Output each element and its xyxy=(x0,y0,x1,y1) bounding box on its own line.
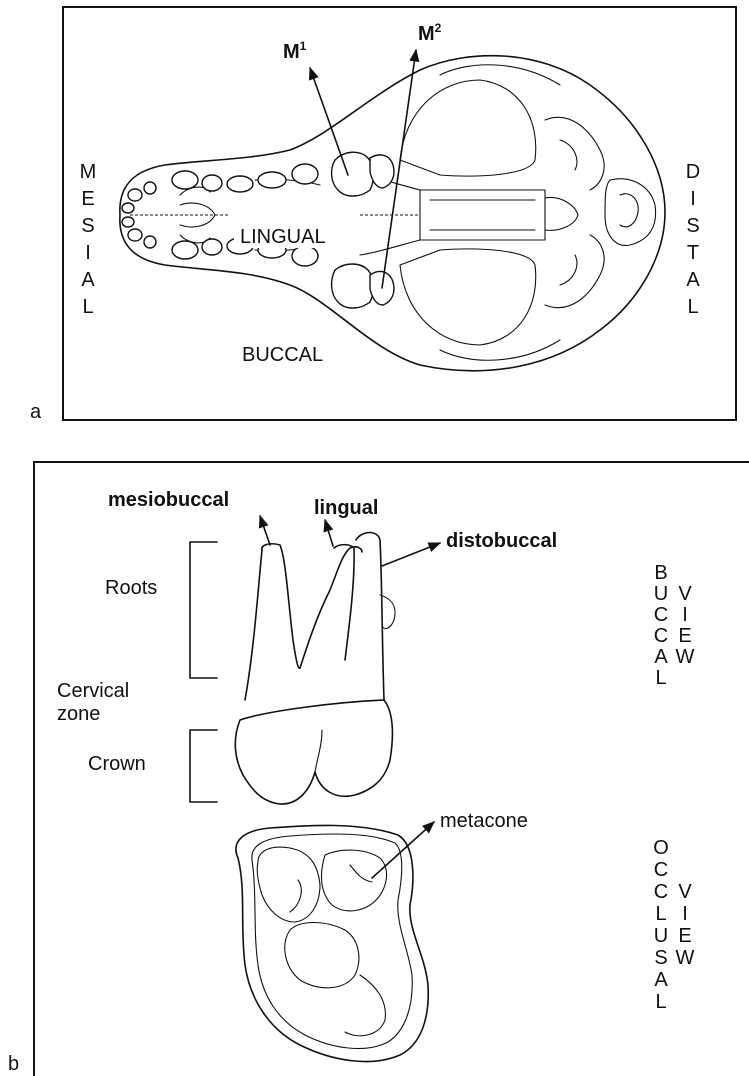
distobuccal-arrow xyxy=(382,543,440,566)
distal-letter: L xyxy=(687,296,698,318)
buccal-view-label: B U C C A L V I E W xyxy=(654,562,695,689)
distal-letter: I xyxy=(690,188,696,210)
view-letter: V xyxy=(678,583,692,605)
panel-b-letter: b xyxy=(8,1053,19,1075)
view-letter: W xyxy=(676,947,695,969)
mesial-letter: A xyxy=(81,269,95,291)
occlusal-letter: C xyxy=(654,859,668,881)
tooth xyxy=(227,176,253,192)
occlusal-letter: A xyxy=(654,969,668,991)
m1-arrow xyxy=(310,68,348,175)
distal-letter: S xyxy=(686,215,699,237)
upper-tooth-row xyxy=(172,152,394,196)
tooth xyxy=(202,239,222,255)
tooth xyxy=(144,236,156,248)
distobuccal-label: distobuccal xyxy=(446,530,557,552)
tooth xyxy=(172,171,198,189)
distal-letter: D xyxy=(686,161,700,183)
tooth xyxy=(258,172,286,188)
molar-buccal-view xyxy=(235,533,395,805)
tooth-m1 xyxy=(332,152,374,196)
lingual-root-arrow xyxy=(325,520,333,546)
occlusal-view-label: O C C L U S A L V I E W xyxy=(653,837,694,1013)
lower-tooth-row xyxy=(172,238,394,308)
panel-a: a M E S I A L D I S T A L xyxy=(30,7,736,423)
tooth xyxy=(202,175,222,191)
crown-label: Crown xyxy=(88,753,146,775)
buccal-letter: B xyxy=(654,562,667,584)
buccal-label: BUCCAL xyxy=(242,344,323,366)
mesiobuccal-label: mesiobuccal xyxy=(108,489,229,511)
distal-label: D I S T A L xyxy=(686,161,701,318)
mesial-letter: S xyxy=(81,215,94,237)
roots-label: Roots xyxy=(105,577,157,599)
mesial-letter: L xyxy=(82,296,93,318)
buccal-letter: C xyxy=(654,604,668,626)
mesial-letter: I xyxy=(85,242,91,264)
distal-letter: A xyxy=(686,269,700,291)
crown-bracket xyxy=(190,730,217,802)
tooth xyxy=(122,203,134,213)
occlusal-letter: L xyxy=(655,903,666,925)
m1-label: M1 xyxy=(283,39,307,63)
tooth xyxy=(122,217,134,227)
cervical-label: Cervical xyxy=(57,680,129,702)
view-letter: E xyxy=(678,625,691,647)
occlusal-letter: S xyxy=(654,947,667,969)
tooth xyxy=(292,164,318,184)
tooth xyxy=(370,155,394,188)
buccal-letter: U xyxy=(654,583,668,605)
mesial-letter: M xyxy=(80,161,97,183)
panel-b: b mesiobuccal lingual distobuccal Roots … xyxy=(8,462,749,1076)
panel-a-frame xyxy=(63,7,736,420)
mesiobuccal-arrow xyxy=(260,516,270,545)
molar-occlusal-view xyxy=(236,825,428,1061)
buccal-letter: A xyxy=(654,646,668,668)
tooth xyxy=(128,189,142,201)
roots-bracket xyxy=(190,542,217,678)
tooth xyxy=(144,182,156,194)
lingual-label: LINGUAL xyxy=(240,226,326,248)
m2-label: M2 xyxy=(418,21,442,45)
view-letter: V xyxy=(678,881,692,903)
occlusal-letter: O xyxy=(653,837,669,859)
tooth xyxy=(128,229,142,241)
tooth-m2-left xyxy=(332,264,374,308)
buccal-letter: C xyxy=(654,625,668,647)
lingual-root-label: lingual xyxy=(314,497,378,519)
view-letter: W xyxy=(676,646,695,668)
panel-a-letter: a xyxy=(30,401,42,423)
view-letter: I xyxy=(682,604,688,626)
buccal-letter: L xyxy=(655,667,666,689)
occlusal-letter: U xyxy=(654,925,668,947)
zone-label: zone xyxy=(57,703,100,725)
tooth xyxy=(172,241,198,259)
view-letter: I xyxy=(682,903,688,925)
distal-letter: T xyxy=(687,242,699,264)
occlusal-letter: L xyxy=(655,991,666,1013)
metacone-label: metacone xyxy=(440,810,528,832)
mesial-label: M E S I A L xyxy=(80,161,97,318)
tooth xyxy=(292,246,318,266)
view-letter: E xyxy=(678,925,691,947)
mesial-letter: E xyxy=(81,188,94,210)
occlusal-letter: C xyxy=(654,881,668,903)
